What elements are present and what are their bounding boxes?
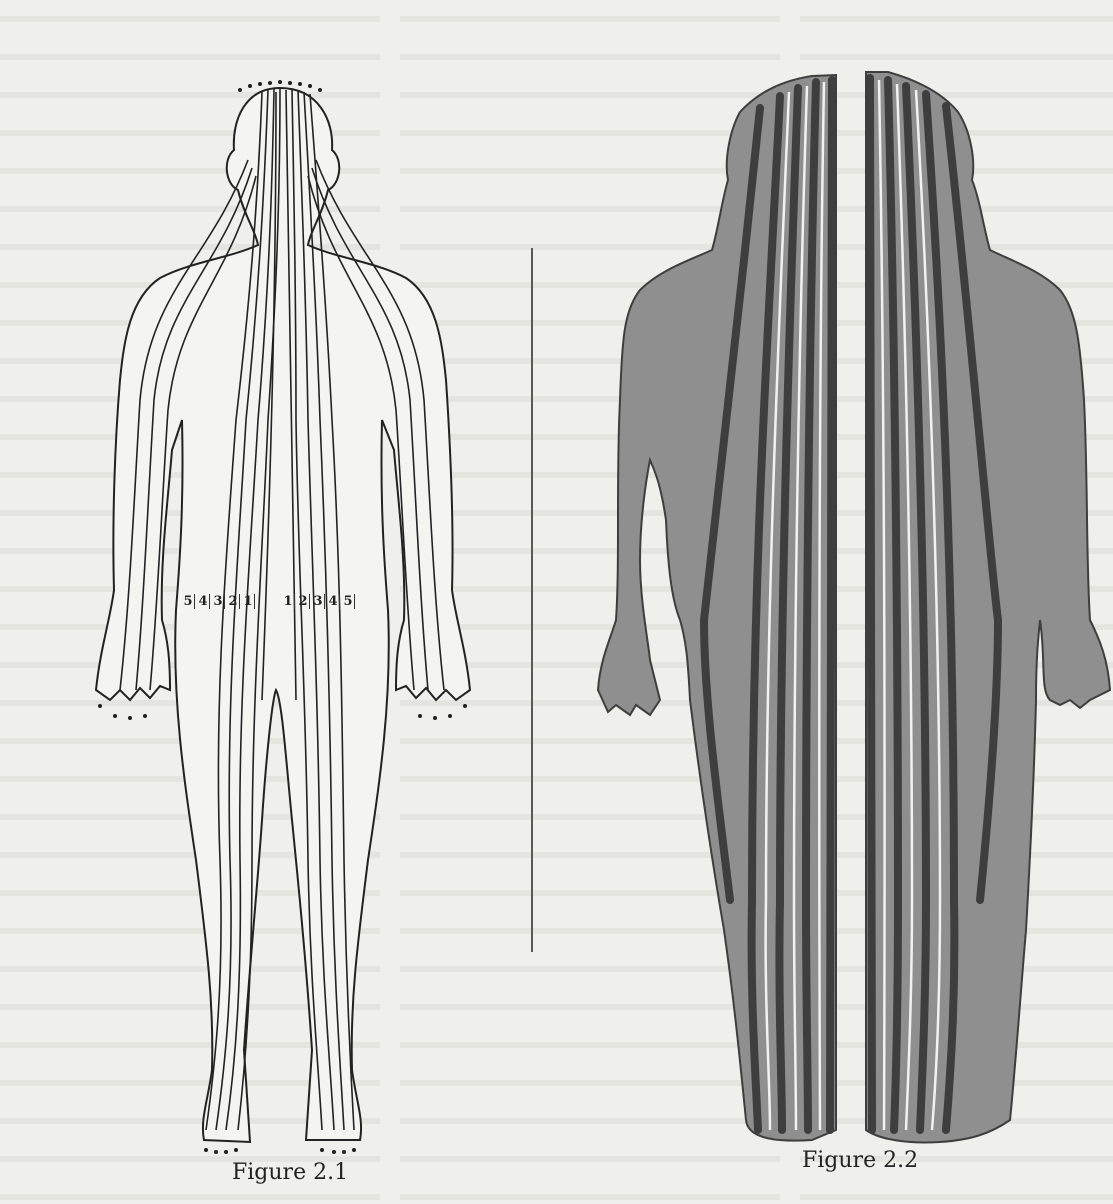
figure-2-1-caption: Figure 2.1 <box>232 1160 348 1185</box>
figure-2-2-left-half <box>598 75 836 1141</box>
figure-2-2-caption: Figure 2.2 <box>802 1148 918 1173</box>
